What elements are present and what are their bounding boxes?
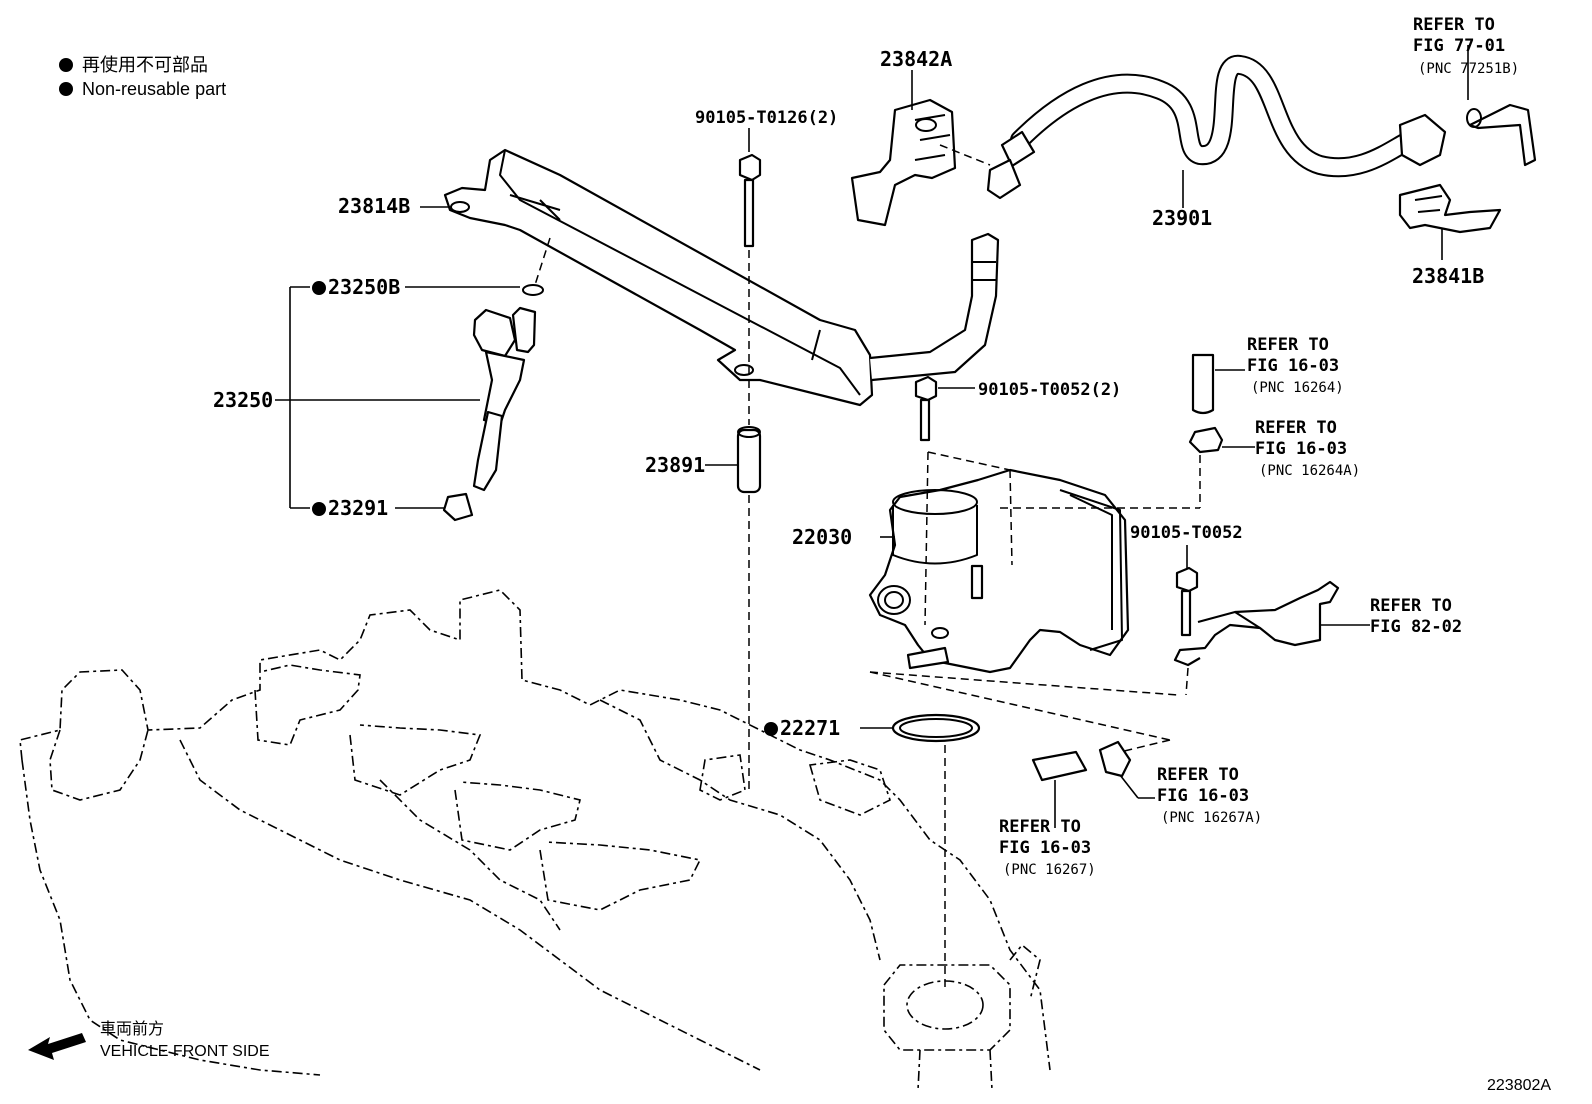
ref-16267-line1: REFER TO: [999, 817, 1081, 837]
ref-16267A-line2: FIG 16-03: [1157, 786, 1249, 806]
legend-en: Non-reusable part: [82, 79, 226, 99]
label-23250B: 23250B: [328, 275, 400, 299]
leader-lines: [275, 45, 1469, 990]
ref-16264A-line2: FIG 16-03: [1255, 439, 1347, 459]
ref-16264A-line3: (PNC 16264A): [1259, 463, 1360, 479]
front-arrow-icon: [28, 1033, 86, 1060]
ref-16267-line3: (PNC 16267): [1003, 862, 1096, 878]
non-reusable-dot-icon: [312, 502, 326, 516]
label-22271: 22271: [780, 716, 840, 740]
non-reusable-dot-icon: [59, 82, 73, 96]
ref-16267A-line1: REFER TO: [1157, 765, 1239, 785]
label-23891: 23891: [645, 453, 705, 477]
label-23901: 23901: [1152, 206, 1212, 230]
ref-77-line1: REFER TO: [1413, 15, 1495, 35]
ref-82-line2: FIG 82-02: [1370, 617, 1462, 637]
collar: [736, 426, 762, 494]
non-reusable-dot-icon: [312, 281, 326, 295]
ref-77-line3: (PNC 77251B): [1418, 61, 1519, 77]
refer-labels: REFER TO FIG 77-01 (PNC 77251B) REFER TO…: [999, 15, 1519, 878]
hose-clamp-23842A: [850, 98, 957, 227]
figure-id: 223802A: [1487, 1077, 1551, 1094]
throttle-body: [868, 468, 1130, 674]
engine-outline: [19, 589, 1051, 1091]
ref-16264-line1: REFER TO: [1247, 335, 1329, 355]
front-label-en: VEHICLE FRONT SIDE: [100, 1043, 270, 1060]
ref-16267A-line3: (PNC 16267A): [1161, 810, 1262, 826]
legend-jp: 再使用不可部品: [82, 55, 208, 75]
gasket: [891, 713, 981, 743]
label-23291: 23291: [328, 496, 388, 520]
label-23841B: 23841B: [1412, 264, 1484, 288]
fuel-hose: [986, 55, 1537, 200]
label-23250: 23250: [213, 388, 273, 412]
ref-77-line2: FIG 77-01: [1413, 36, 1505, 56]
fuel-delivery-pipe: [443, 148, 1000, 407]
bracket: [1173, 580, 1340, 667]
non-reusable-dot-icon: [59, 58, 73, 72]
small-hoses: [1031, 353, 1224, 782]
fuel-injector: [442, 284, 544, 522]
ref-16264-line3: (PNC 16264): [1251, 380, 1344, 396]
label-90105-T0126: 90105-T0126(2): [695, 108, 838, 128]
ref-16264-line2: FIG 16-03: [1247, 356, 1339, 376]
label-23842A: 23842A: [880, 47, 952, 71]
label-22030: 22030: [792, 525, 852, 549]
part-labels: 23842A 90105-T0126(2) 23814B 23250B 2325…: [213, 47, 1551, 1094]
legend: 再使用不可部品 Non-reusable part: [59, 55, 226, 99]
ref-16264A-line1: REFER TO: [1255, 418, 1337, 438]
bolts: [738, 153, 1199, 637]
label-90105-T0052: 90105-T0052: [1130, 523, 1243, 543]
ref-16267-line2: FIG 16-03: [999, 838, 1091, 858]
hose-clamp-23841B: [1398, 183, 1502, 234]
label-90105-T0052-2: 90105-T0052(2): [978, 380, 1121, 400]
label-23814B: 23814B: [338, 194, 410, 218]
non-reusable-dot-icon: [764, 722, 778, 736]
ref-82-line1: REFER TO: [1370, 596, 1452, 616]
front-label-jp: 車両前方: [100, 1020, 164, 1038]
vehicle-front-indicator: 車両前方 VEHICLE FRONT SIDE: [28, 1020, 270, 1060]
